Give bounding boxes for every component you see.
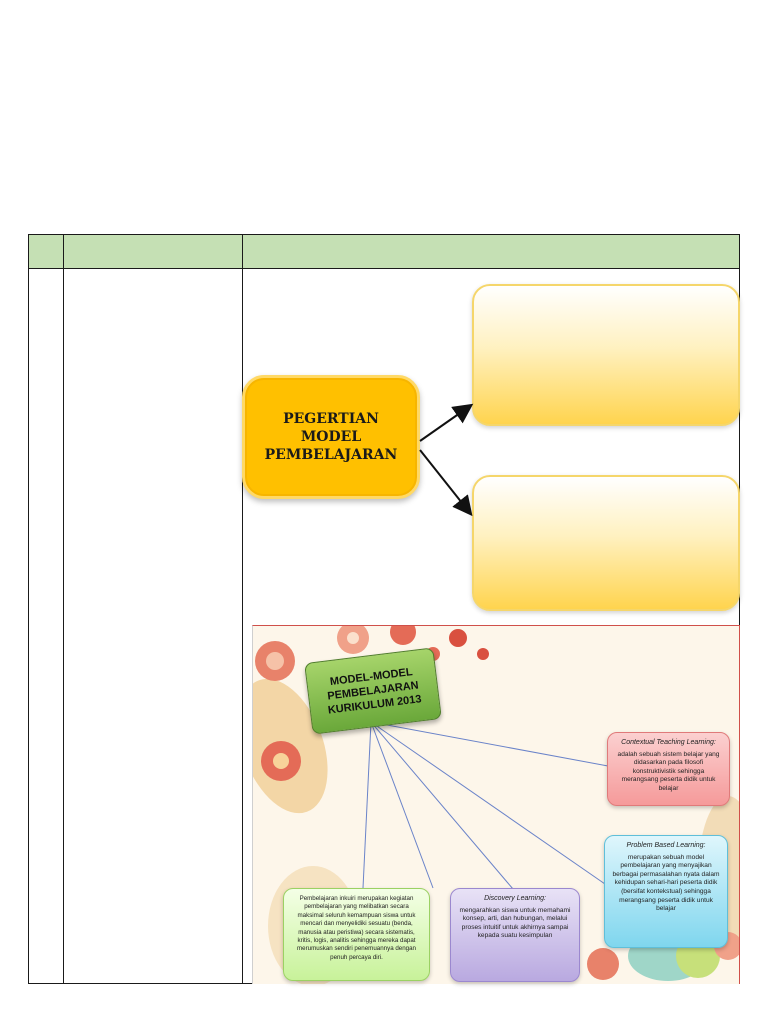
connector-line <box>370 721 514 890</box>
flower-shape <box>390 626 416 645</box>
pbl-heading: Problem Based Learning: <box>626 842 706 849</box>
column-divider-2 <box>242 235 243 983</box>
table-header-row <box>29 235 739 269</box>
inquiry-body: Pembelajaran inkuiri merupakan kegiatan … <box>296 895 416 961</box>
connector-line <box>362 721 372 889</box>
connector-line <box>370 721 606 885</box>
discovery-heading: Discovery Learning: <box>484 895 546 902</box>
flower-shape <box>587 948 619 980</box>
definition-box-bottom <box>472 475 740 611</box>
flower-shape <box>266 652 284 670</box>
flower-shape <box>273 753 289 769</box>
column-divider-1 <box>63 235 64 983</box>
inquiry-card: Pembelajaran inkuiri merupakan kegiatan … <box>283 888 430 981</box>
ctl-heading: Contextual Teaching Learning: <box>621 739 716 746</box>
definition-box-top <box>472 284 740 426</box>
discovery-card: Discovery Learning: mengarahkan siswa un… <box>450 888 580 982</box>
discovery-body: mengarahkan siswa untuk memahami konsep,… <box>459 906 571 940</box>
concept-main-title: PEGERTIAN MODEL PEMBELAJARAN <box>264 411 398 463</box>
pbl-card: Problem Based Learning: merupakan sebuah… <box>604 835 728 948</box>
pbl-body: merupakan sebuah model pembelajaran yang… <box>612 853 720 913</box>
connector-line <box>370 721 434 889</box>
connector-line <box>370 721 609 767</box>
arrow-to-top-box <box>419 403 474 442</box>
flower-shape <box>449 629 467 647</box>
ctl-body: adalah sebuah sistem belajar yang didasa… <box>617 750 720 792</box>
ctl-card: Contextual Teaching Learning: adalah seb… <box>607 732 730 806</box>
flower-shape <box>477 648 489 660</box>
flower-shape <box>347 632 359 644</box>
arrow-to-bottom-box <box>419 449 473 517</box>
models-title: MODEL-MODEL PEMBELAJARAN KURIKULUM 2013 <box>326 666 423 717</box>
concept-main-box: PEGERTIAN MODEL PEMBELAJARAN <box>242 375 420 499</box>
